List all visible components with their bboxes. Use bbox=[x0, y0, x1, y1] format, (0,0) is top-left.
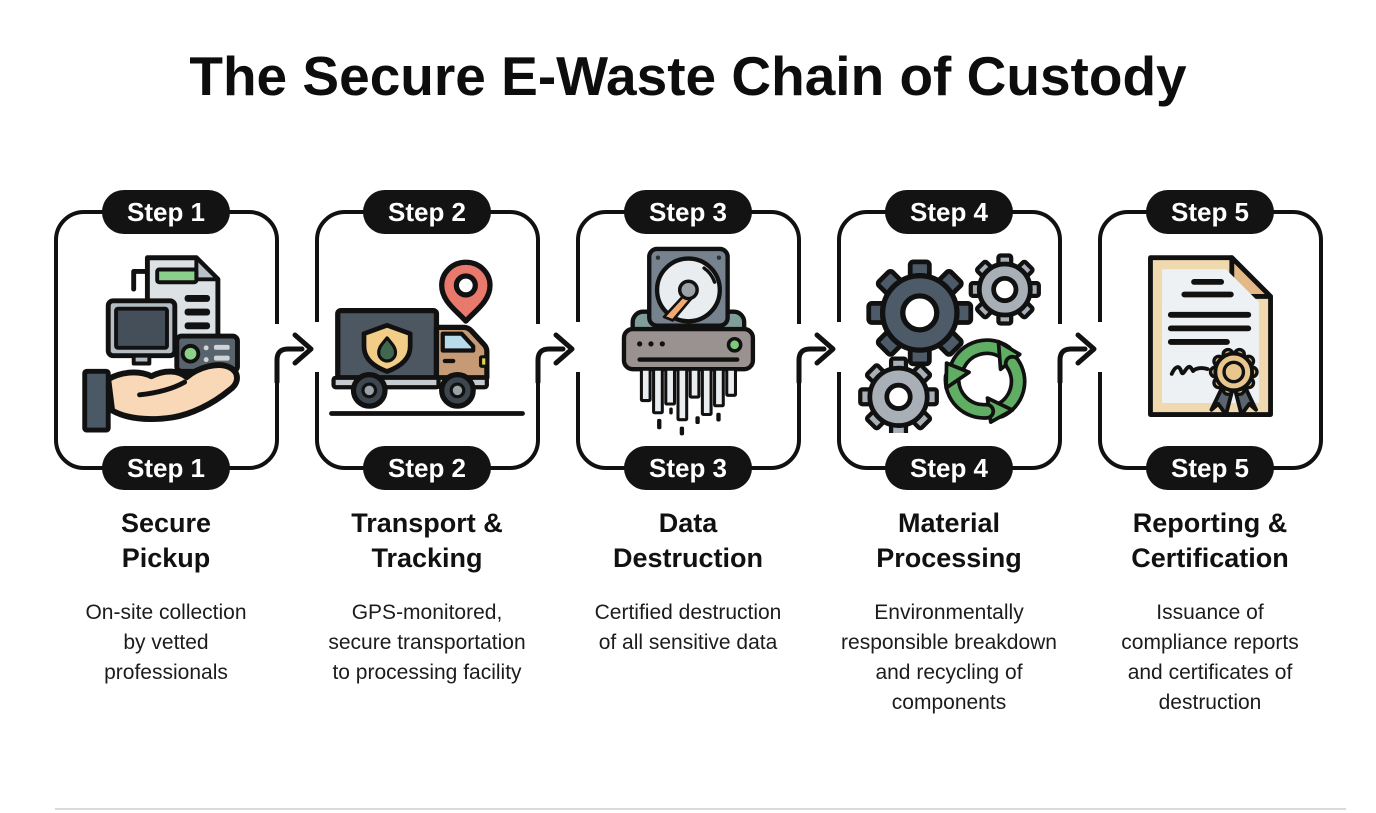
gear-icon bbox=[968, 253, 1041, 326]
gear-icon bbox=[866, 259, 974, 367]
step-1-description: On-site collection by vetted professiona… bbox=[85, 601, 247, 684]
gear-icon bbox=[858, 356, 939, 433]
step-5-badge-bottom: Step 5 bbox=[1145, 446, 1275, 490]
step-4-box: Step 4 Step 4 bbox=[836, 190, 1062, 490]
step-2-box: Step 2 bbox=[314, 190, 540, 490]
step-3-box: Step 3 bbox=[575, 190, 801, 490]
bottom-divider bbox=[55, 808, 1346, 810]
step-3-description: Certified destruction of all sensitive d… bbox=[594, 601, 782, 654]
recycling-symbol-icon bbox=[943, 338, 1027, 424]
step-column-2: Step 2 bbox=[314, 186, 540, 718]
step-3-badge-top: Step 3 bbox=[623, 190, 753, 234]
step-5-title: Reporting & Certification bbox=[1131, 508, 1289, 573]
signature-squiggle bbox=[1169, 364, 1210, 376]
open-hand-icon bbox=[105, 362, 240, 422]
led-light bbox=[726, 336, 743, 353]
steps-row: Step 1 bbox=[0, 186, 1376, 718]
step-3-badge-bottom: Step 3 bbox=[623, 446, 753, 490]
step-column-1: Step 1 bbox=[53, 186, 279, 718]
falling-bits bbox=[657, 407, 721, 436]
hand-holding-devices-icon bbox=[82, 255, 240, 433]
gears-and-recycling-icon bbox=[858, 253, 1041, 433]
step-1-badge-bottom: Step 1 bbox=[101, 446, 231, 490]
step-3-title: Data Destruction bbox=[612, 508, 764, 573]
step-4-badge-top: Step 4 bbox=[884, 190, 1014, 234]
page-title: The Secure E-Waste Chain of Custody bbox=[189, 45, 1187, 107]
certificate-with-seal-icon bbox=[1147, 255, 1273, 417]
step-4-badge-bottom: Step 4 bbox=[884, 446, 1014, 490]
step-1-title: Secure Pickup bbox=[120, 508, 212, 573]
shredded-strips bbox=[639, 367, 737, 422]
step-column-5: Step 5 bbox=[1097, 186, 1323, 718]
step-column-3: Step 3 bbox=[575, 186, 801, 718]
step-2-badge-top: Step 2 bbox=[362, 190, 492, 234]
step-4-description: Environmentally responsible breakdown an… bbox=[841, 601, 1057, 714]
text-lines bbox=[1167, 278, 1251, 345]
cab-window bbox=[440, 331, 476, 353]
infographic-page: { "title": "The Secure E-Waste Chain of … bbox=[0, 45, 1376, 813]
sleeve-shape bbox=[82, 368, 111, 433]
step-column-4: Step 4 Step 4 Material Processing Enviro… bbox=[836, 186, 1062, 718]
infographic: The Secure E-Waste Chain of Custody Step… bbox=[0, 45, 1376, 810]
bracket-shape bbox=[131, 269, 148, 292]
step-5-box: Step 5 bbox=[1097, 190, 1323, 490]
step-5-badge-top: Step 5 bbox=[1145, 190, 1275, 234]
hard-drive-shredder-icon bbox=[621, 246, 756, 436]
step-2-description: GPS-monitored, secure transportation to … bbox=[328, 601, 526, 684]
secure-gps-truck-icon bbox=[329, 259, 525, 416]
step-2-title: Transport & Tracking bbox=[351, 508, 503, 573]
seal-icon bbox=[1208, 347, 1259, 397]
step-5-description: Issuance of compliance reports and certi… bbox=[1121, 601, 1299, 714]
step-2-badge-bottom: Step 2 bbox=[362, 446, 492, 490]
step-1-badge-top: Step 1 bbox=[101, 190, 231, 234]
step-1-box: Step 1 bbox=[53, 190, 279, 490]
step-4-title: Material Processing bbox=[876, 508, 1022, 573]
